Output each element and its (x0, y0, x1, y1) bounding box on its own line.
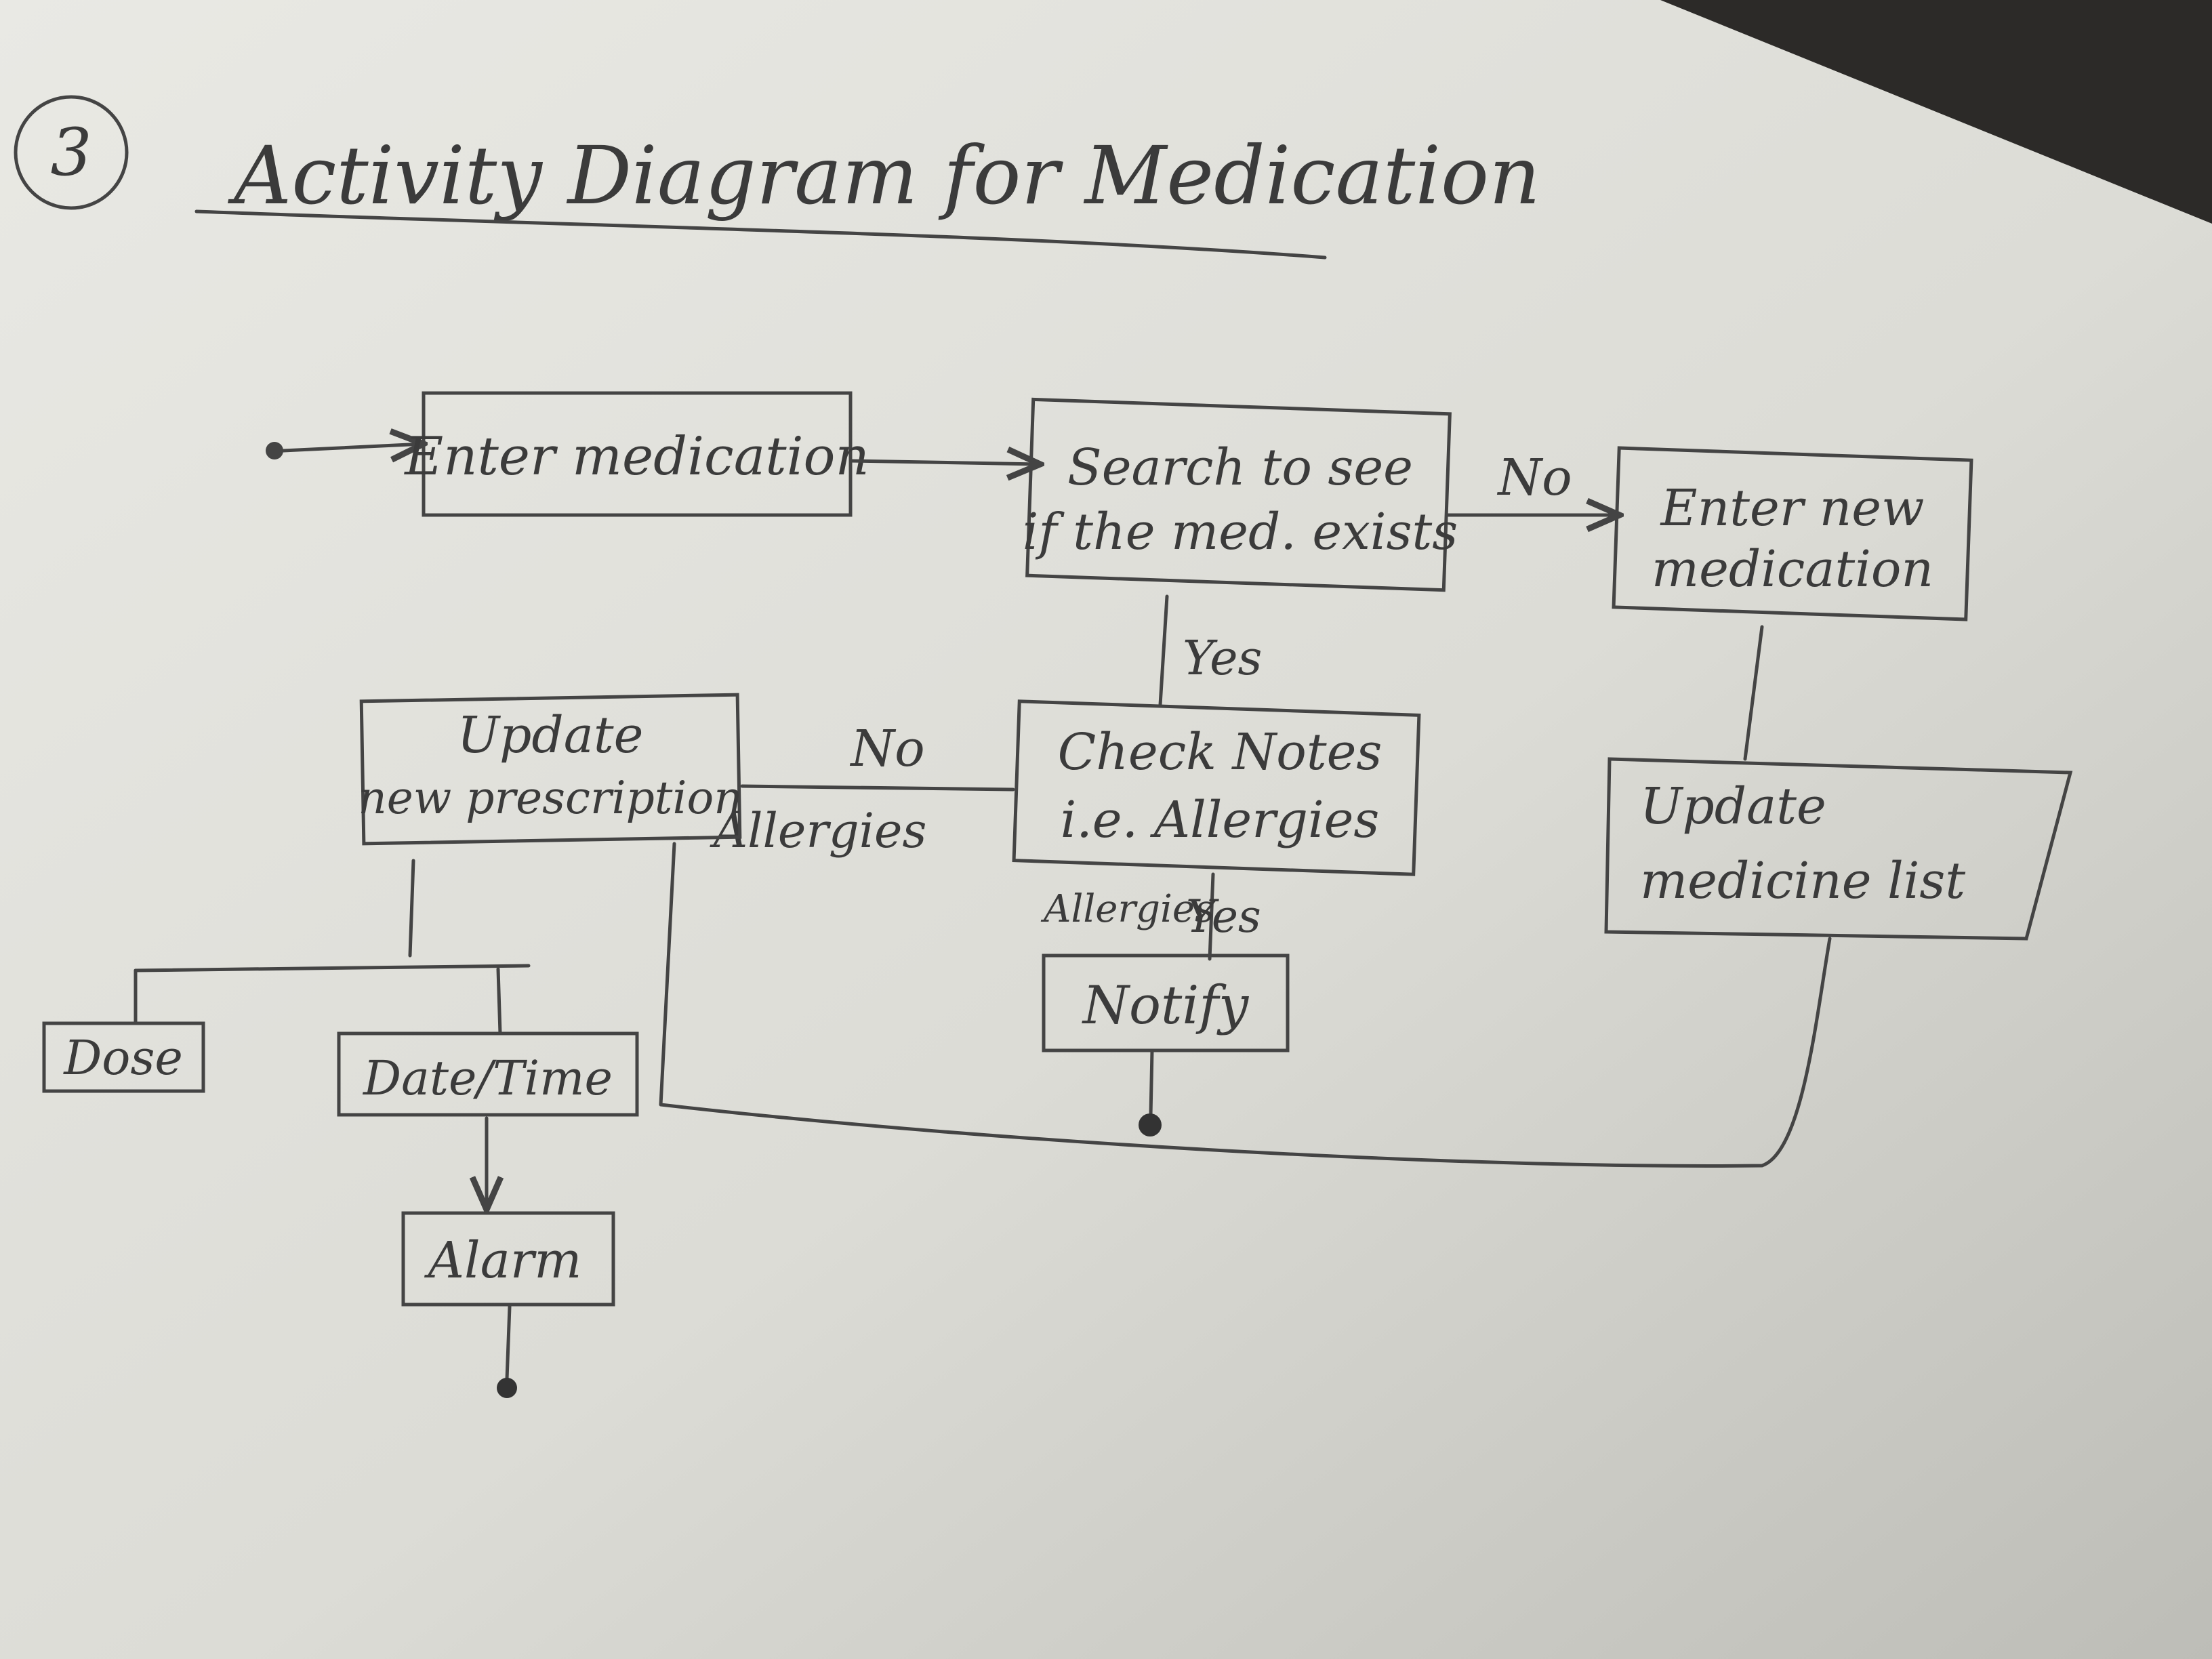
fork-bar (134, 964, 531, 972)
node-dose: Dose (42, 1021, 205, 1093)
search-label-line-1: Search to see (1067, 438, 1413, 497)
edge-enter-to-search (848, 461, 1040, 464)
page-number-badge: 3 (14, 95, 129, 210)
edge-label-allergies-no: No (849, 720, 924, 778)
update-medicine-list-box (1604, 757, 2073, 941)
edge-new-med-to-list (1743, 625, 1764, 761)
initial-node (266, 442, 283, 459)
node-search: Search to see if the med. exists (1023, 397, 1458, 592)
page-number-circle (14, 95, 129, 210)
edge-fork-to-datetime (496, 967, 502, 1036)
final-node-notify (1139, 1113, 1162, 1136)
update-prescription-box (359, 693, 742, 846)
notify-label: Notify (1082, 975, 1249, 1036)
title-underline (194, 209, 1327, 260)
enter-new-medication-line-2: medication (1652, 540, 1933, 598)
enter-medication-box (422, 391, 853, 517)
diagram-title: Activity Diagram for Medication (228, 129, 1540, 222)
check-notes-line-1: Check Notes (1058, 723, 1382, 781)
date-time-label: Date/Time (362, 1050, 613, 1106)
page-number-text: 3 (50, 115, 91, 190)
edge-allergies-no (740, 784, 1015, 792)
update-prescription-line-1: Update (457, 706, 644, 764)
notify-box (1042, 954, 1290, 1052)
check-notes-box (1012, 699, 1421, 876)
node-enter-medication: Enter medication (403, 391, 869, 517)
edge-notify-to-end (1149, 1048, 1154, 1117)
check-notes-line-2: i.e. Allergies (1061, 791, 1380, 849)
update-medicine-list-line-2: medicine list (1640, 852, 1965, 910)
dose-box (42, 1021, 205, 1093)
edge-label-search-yes: Yes (1183, 630, 1262, 686)
update-prescription-line-2: new prescription (358, 772, 743, 824)
search-label-line-2: if the med. exists (1023, 503, 1458, 561)
edge-search-yes (1158, 594, 1169, 707)
edge-prescription-to-medicine-list (659, 842, 1832, 1168)
edge-label-allergies-no-caption: Allergies (710, 803, 927, 859)
edge-label-allergies-yes-caption: Allergies (1040, 887, 1214, 931)
edge-prescription-to-fork (408, 859, 415, 958)
node-enter-new-medication: Enter new medication (1612, 446, 1973, 621)
date-time-box (337, 1031, 639, 1117)
edge-label-allergies-yes: Yes (1186, 890, 1261, 943)
node-date-time: Date/Time (337, 1031, 639, 1117)
edge-start-to-enter (281, 444, 424, 451)
node-notify: Notify (1042, 954, 1290, 1052)
edge-alarm-to-end (505, 1305, 512, 1381)
dose-label: Dose (62, 1030, 183, 1086)
enter-new-medication-box (1612, 446, 1973, 621)
enter-new-medication-line-1: Enter new (1660, 479, 1925, 537)
node-check-notes: Check Notes i.e. Allergies (1012, 699, 1421, 876)
alarm-label: Alarm (424, 1231, 582, 1290)
edge-label-search-no: No (1496, 449, 1572, 507)
alarm-box (401, 1211, 615, 1307)
node-alarm: Alarm (401, 1211, 615, 1307)
node-update-medicine-list: Update medicine list (1604, 757, 2073, 941)
edge-allergies-yes (1208, 872, 1215, 961)
update-medicine-list-line-1: Update (1640, 777, 1826, 836)
enter-medication-label: Enter medication (403, 426, 869, 487)
search-box (1025, 397, 1452, 592)
node-update-prescription: Update new prescription (358, 693, 743, 846)
final-node-alarm (497, 1378, 517, 1398)
